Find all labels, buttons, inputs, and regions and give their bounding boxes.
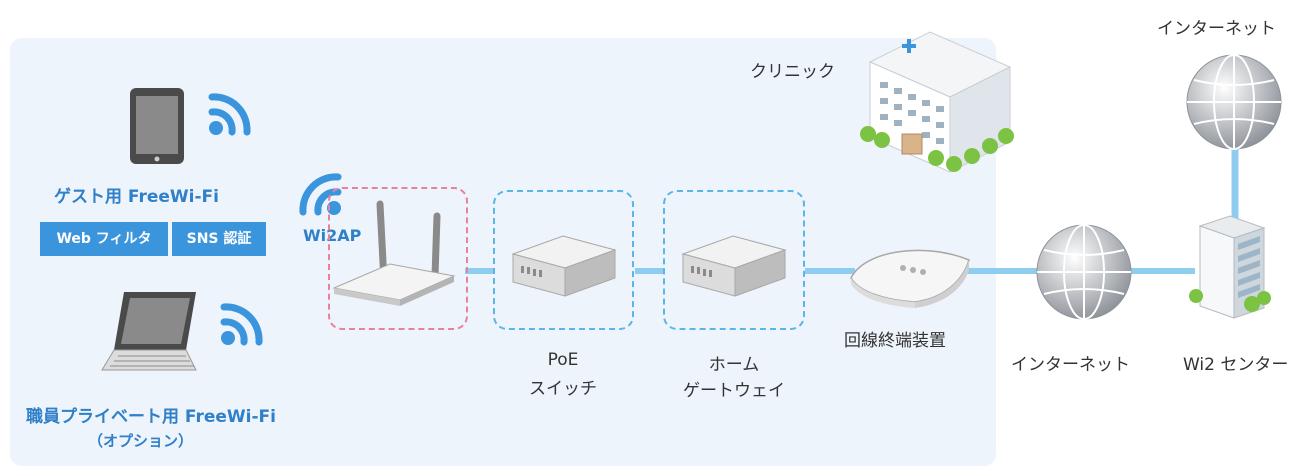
internet-globe-icon [1186,54,1282,150]
internet-top-label: インターネット [1157,19,1276,39]
staff-wifi-option: （オプション） [88,432,194,450]
poe-label-line2: スイッチ [529,379,597,399]
poe-switch-icon [511,235,617,297]
sns-auth-tag: SNS 認証 [172,222,266,256]
poe-label-line1: PoE [547,350,579,370]
wifi-signal-icon [208,93,251,136]
clinic-label: クリニック [750,62,835,82]
wi2ap-box [328,187,468,330]
internet-mid-label: インターネット [1011,355,1130,375]
access-point-icon [332,200,456,306]
web-filter-tag: Web フィルタ [40,222,168,256]
poe-switch-box [493,190,634,330]
ap-label: Wi2AP [303,226,362,245]
gateway-label-line2: ゲートウェイ [683,381,785,401]
guest-wifi-title: ゲスト用 FreeWi-Fi [54,187,219,207]
home-gateway-icon [681,235,787,297]
clinic-building-icon [860,31,1014,173]
laptop-icon [101,292,197,371]
wi2-center-label: Wi2 センター [1183,355,1289,375]
gateway-label-line1: ホーム [708,355,760,375]
staff-wifi-title: 職員プライベート用 FreeWi-Fi [26,407,276,427]
internet-globe-icon [1036,224,1132,320]
onu-label: 回線終端装置 [844,331,946,351]
wifi-signal-icon [220,303,263,346]
wi2-center-building-icon [1189,215,1271,319]
onu-icon [850,249,970,308]
tablet-icon [130,88,184,164]
home-gateway-box [663,190,805,330]
